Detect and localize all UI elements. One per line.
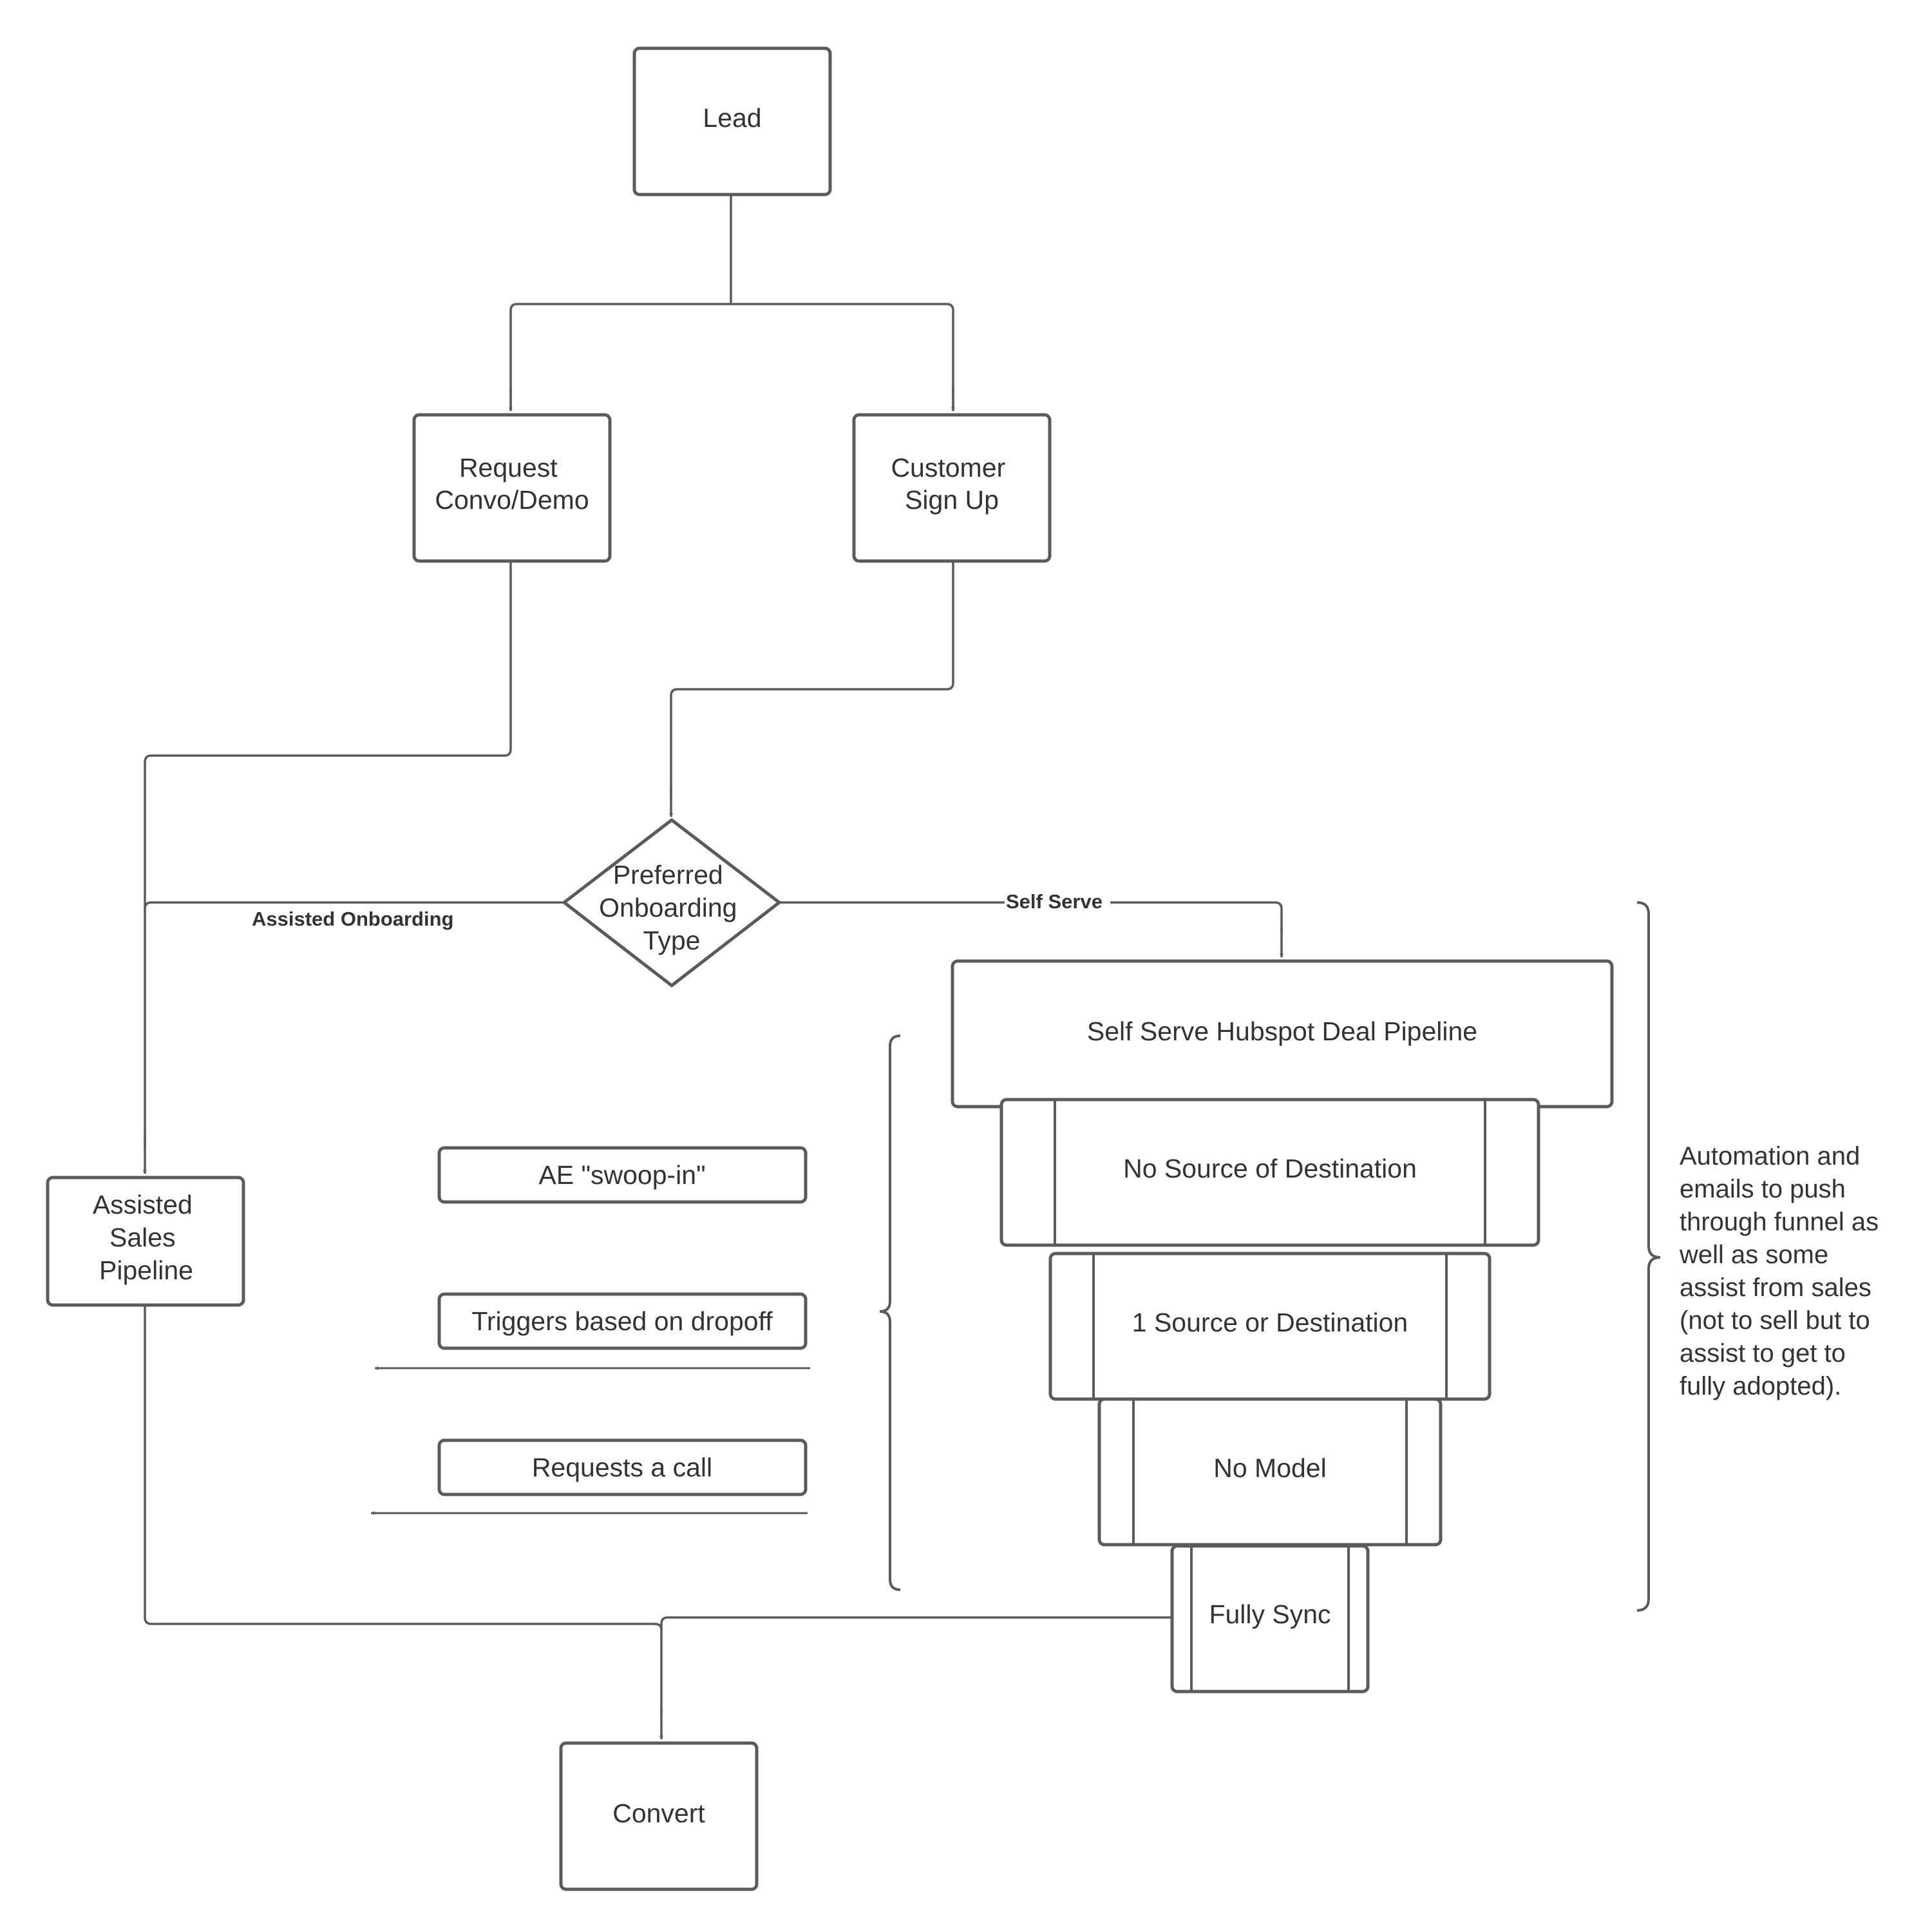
ae-swoop-in-label: AE "swoop-in": [538, 1160, 705, 1190]
right-curly-brace: [1636, 901, 1661, 1612]
assisted-sales-pipeline-box: [46, 1176, 245, 1307]
request-demo-label: Request Convo/Demo: [435, 453, 589, 515]
requests-call-box: [437, 1438, 808, 1496]
convert-label: Convert: [612, 1798, 705, 1828]
connector-self-serve: [779, 901, 1283, 934]
request-demo-line-1: Request: [459, 453, 558, 482]
edge-label-assisted: Assisted Onboarding: [252, 908, 453, 930]
requests-call-label: Requests a call: [532, 1453, 712, 1482]
decision-line-1: Preferred: [613, 860, 723, 890]
note-line-7: assist to get to: [1680, 1339, 1846, 1368]
convert-box: [559, 1741, 759, 1891]
assisted-line-3: Pipeline: [99, 1255, 193, 1285]
triggers-dropoff-label: Triggers based on dropoff: [471, 1306, 773, 1336]
note-line-2: emails to push: [1680, 1175, 1846, 1203]
ae-swoop-in-box: [437, 1146, 808, 1204]
onboarding-decision-diamond: [562, 818, 781, 987]
decision-line-3: Type: [643, 926, 701, 955]
connector-fullysync-to-convert: [660, 1616, 1171, 1713]
lead-label: Lead: [703, 103, 761, 133]
customer-signup-line-2: Sign Up: [905, 485, 999, 515]
note-line-8: fully adopted).: [1680, 1372, 1841, 1400]
edge-label-self-serve-bg: [1005, 890, 1110, 913]
stage-no-source-box: [999, 1098, 1540, 1247]
assisted-line-2: Sales: [109, 1223, 176, 1252]
connector-lead-split: [509, 195, 954, 408]
automation-note: Automation and emails to push through fu…: [1679, 1142, 1886, 1400]
connector-assisted-onboarding: [144, 901, 563, 910]
customer-signup-line-1: Customer: [891, 453, 1005, 482]
decision-line-2: Onboarding: [599, 893, 737, 922]
request-demo-line-2: Convo/Demo: [435, 485, 589, 515]
lead-box: [632, 46, 832, 196]
note-line-5: assist from sales: [1680, 1273, 1871, 1302]
customer-signup-label: Customer Sign Up: [891, 453, 1012, 515]
self-serve-pipeline-label: Self Serve Hubspot Deal Pipeline: [1087, 1016, 1477, 1046]
note-line-3: through funnel as: [1680, 1208, 1879, 1236]
note-line-1: Automation and: [1680, 1142, 1860, 1170]
edge-label-self-serve: Self Serve: [1006, 890, 1103, 913]
stage-fully-sync-box: [1170, 1544, 1370, 1693]
stage-fully-sync-label: Fully Sync: [1209, 1599, 1331, 1629]
stage-no-model-label: No Model: [1213, 1453, 1326, 1483]
customer-signup-box: [852, 413, 1052, 563]
request-demo-box: [412, 413, 612, 563]
connector-request-to-assisted: [144, 561, 512, 1147]
stage-no-source-label: No Source of Destination: [1123, 1154, 1417, 1183]
onboarding-decision-label: Preferred Onboarding Type: [599, 860, 744, 955]
assisted-line-1: Assisted: [93, 1190, 193, 1219]
note-line-6: (not to sell but to: [1680, 1306, 1870, 1335]
note-line-4: well as some: [1679, 1241, 1828, 1269]
stage-one-source-label: 1 Source or Destination: [1132, 1308, 1408, 1337]
assisted-sales-pipeline-label: Assisted Sales Pipeline: [93, 1190, 200, 1285]
triggers-dropoff-box: [437, 1292, 808, 1350]
left-curly-brace: [879, 1035, 901, 1591]
connector-signup-to-decision: [670, 561, 954, 799]
